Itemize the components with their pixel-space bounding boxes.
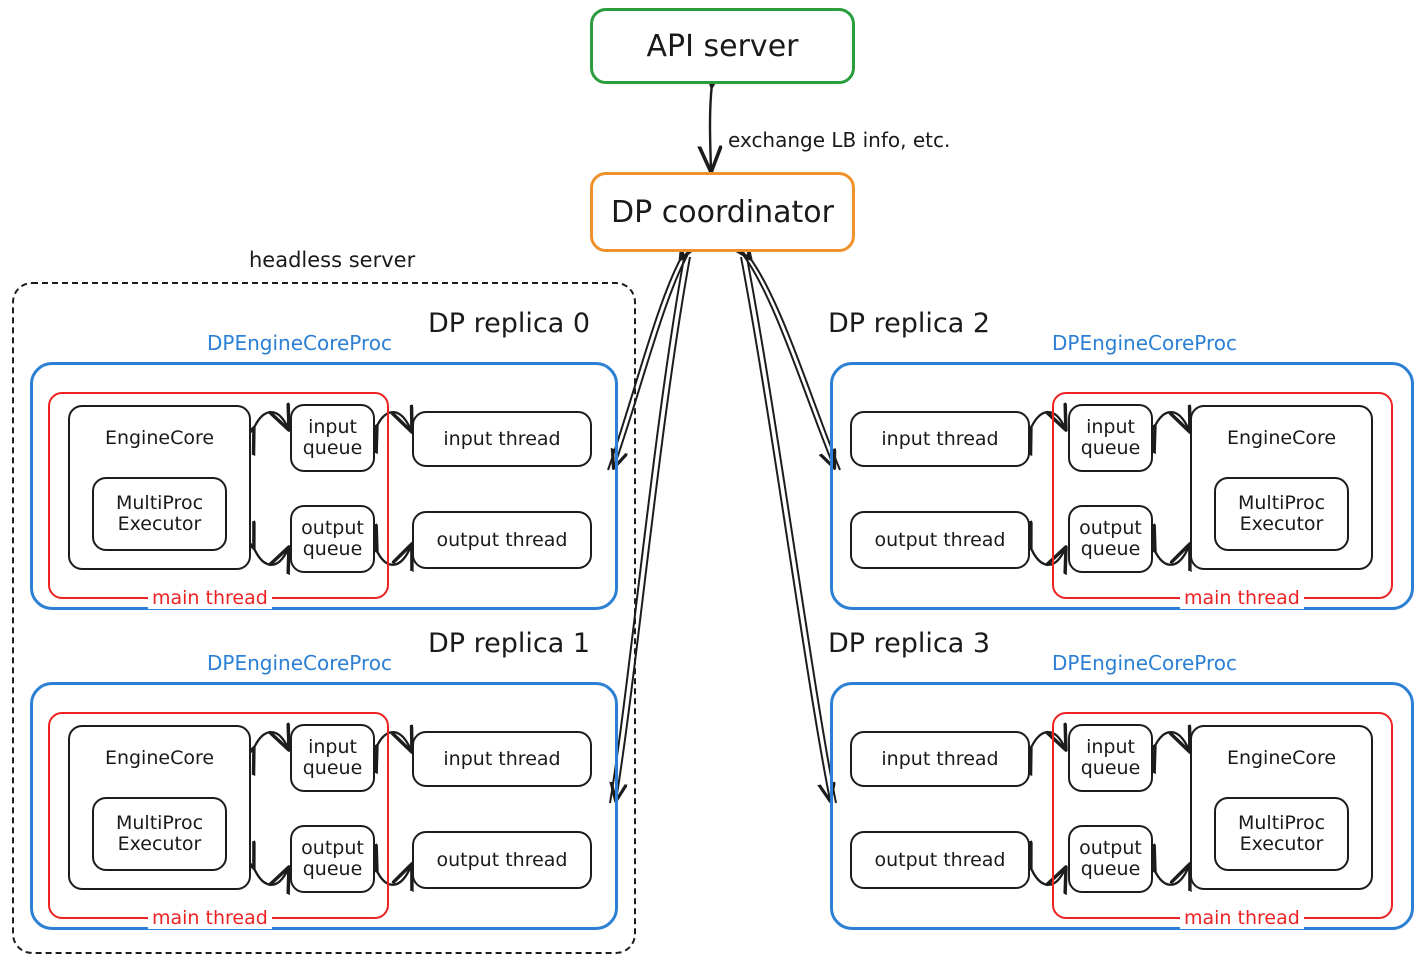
replica-2-input-queue-line2: queue	[1080, 437, 1141, 459]
replica-2-output-thread[interactable]: output thread	[850, 511, 1030, 569]
replica-1-output-thread-label: output thread	[436, 849, 568, 871]
replica-3-title: DP replica 3	[828, 628, 991, 659]
replica-1-input-queue-line2: queue	[302, 757, 363, 779]
dp-coordinator-label: DP coordinator	[611, 194, 834, 230]
replica-0-title: DP replica 0	[428, 308, 591, 339]
dp-coordinator-node[interactable]: DP coordinator	[590, 172, 855, 252]
replica-0-input-thread-label: input thread	[443, 428, 561, 450]
replica-0-input-queue-line1: input	[308, 415, 357, 438]
replica-2-output-queue[interactable]: output queue	[1068, 505, 1153, 573]
replica-2-input-queue[interactable]: input queue	[1068, 404, 1153, 472]
api-server-node[interactable]: API server	[590, 8, 855, 84]
replica-3-multiproc-line2: Executor	[1239, 833, 1324, 855]
replica-2-proc-label: DPEngineCoreProc	[1052, 331, 1238, 355]
api-server-label: API server	[646, 28, 799, 64]
replica-2-main-thread-label: main thread	[1180, 587, 1304, 609]
replica-3-output-thread-label: output thread	[874, 849, 1006, 871]
replica-0-proc-box[interactable]	[30, 362, 618, 610]
replica-2-output-thread-label: output thread	[874, 529, 1006, 551]
replica-3-input-queue[interactable]: input queue	[1068, 724, 1153, 792]
replica-0-output-queue[interactable]: output queue	[290, 505, 375, 573]
replica-2-multiproc-line2: Executor	[1239, 513, 1324, 535]
replica-2-output-queue-line1: output	[1079, 516, 1142, 539]
replica-1-title: DP replica 1	[428, 628, 591, 659]
replica-3-proc-label: DPEngineCoreProc	[1052, 651, 1238, 675]
replica-1-input-thread-label: input thread	[443, 748, 561, 770]
replica-3-input-queue-line2: queue	[1080, 757, 1141, 779]
replica-3-output-thread[interactable]: output thread	[850, 831, 1030, 889]
replica-1-proc-box[interactable]	[30, 682, 618, 930]
replica-1-multiproc-line1: MultiProc	[115, 811, 204, 834]
replica-2-engine-core-label: EngineCore	[1226, 427, 1337, 449]
replica-0-output-queue-line1: output	[301, 516, 364, 539]
replica-2-proc-box[interactable]	[830, 362, 1414, 610]
replica-1-engine-core-label: EngineCore	[104, 747, 215, 769]
replica-0-input-queue-line2: queue	[302, 437, 363, 459]
replica-1-proc-label: DPEngineCoreProc	[207, 651, 393, 675]
replica-0-main-thread-label: main thread	[148, 587, 272, 609]
replica-3-input-thread-label: input thread	[881, 748, 999, 770]
replica-0-multiproc-executor[interactable]: MultiProc Executor	[92, 477, 227, 551]
replica-2-input-thread[interactable]: input thread	[850, 411, 1030, 467]
replica-1-output-queue[interactable]: output queue	[290, 825, 375, 893]
replica-1-input-thread[interactable]: input thread	[412, 731, 592, 787]
replica-3-multiproc-executor[interactable]: MultiProc Executor	[1214, 797, 1349, 871]
headless-server-label: headless server	[249, 248, 416, 272]
replica-3-output-queue-line1: output	[1079, 836, 1142, 859]
headless-server-boundary	[12, 282, 636, 954]
replica-3-main-thread-label: main thread	[1180, 907, 1304, 929]
replica-0-output-queue-line2: queue	[302, 538, 363, 560]
replica-3-multiproc-line1: MultiProc	[1237, 811, 1326, 834]
replica-3-input-queue-line1: input	[1086, 735, 1135, 758]
replica-1-multiproc-line2: Executor	[117, 833, 202, 855]
replica-0-input-queue[interactable]: input queue	[290, 404, 375, 472]
replica-0-input-thread[interactable]: input thread	[412, 411, 592, 467]
edge-label-exchange-lb-info: exchange LB info, etc.	[728, 128, 951, 152]
replica-1-multiproc-executor[interactable]: MultiProc Executor	[92, 797, 227, 871]
replica-0-output-thread-label: output thread	[436, 529, 568, 551]
replica-0-engine-core-label: EngineCore	[104, 427, 215, 449]
replica-2-multiproc-line1: MultiProc	[1237, 491, 1326, 514]
replica-3-input-thread[interactable]: input thread	[850, 731, 1030, 787]
replica-1-main-thread-label: main thread	[148, 907, 272, 929]
replica-2-output-queue-line2: queue	[1080, 538, 1141, 560]
replica-3-proc-box[interactable]	[830, 682, 1414, 930]
replica-0-output-thread[interactable]: output thread	[412, 511, 592, 569]
replica-2-input-thread-label: input thread	[881, 428, 999, 450]
replica-1-input-queue-line1: input	[308, 735, 357, 758]
edge-coordinator-replica-3	[741, 257, 837, 804]
replica-2-multiproc-executor[interactable]: MultiProc Executor	[1214, 477, 1349, 551]
edge-api-coordinator	[710, 84, 712, 170]
replica-2-title: DP replica 2	[828, 308, 991, 339]
replica-0-multiproc-line1: MultiProc	[115, 491, 204, 514]
replica-3-engine-core-label: EngineCore	[1226, 747, 1337, 769]
replica-1-output-thread[interactable]: output thread	[412, 831, 592, 889]
replica-1-output-queue-line1: output	[301, 836, 364, 859]
replica-0-proc-label: DPEngineCoreProc	[207, 331, 393, 355]
replica-1-output-queue-line2: queue	[302, 858, 363, 880]
replica-0-multiproc-line2: Executor	[117, 513, 202, 535]
replica-3-output-queue[interactable]: output queue	[1068, 825, 1153, 893]
replica-3-output-queue-line2: queue	[1080, 858, 1141, 880]
replica-1-input-queue[interactable]: input queue	[290, 724, 375, 792]
edge-coordinator-replica-2	[744, 256, 841, 471]
replica-2-input-queue-line1: input	[1086, 415, 1135, 438]
